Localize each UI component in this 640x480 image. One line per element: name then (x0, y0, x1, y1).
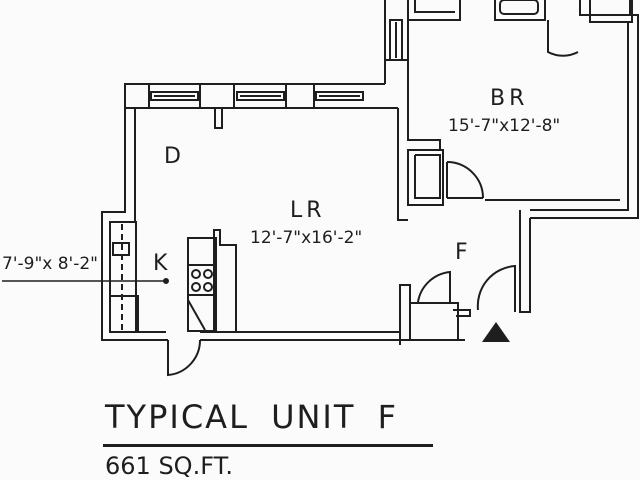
exterior-wall-bottom (200, 229, 465, 341)
room-dimensions-bedroom: 15'-7"x12'-8" (448, 116, 561, 136)
foyer-walls (399, 210, 531, 345)
stove (187, 237, 217, 332)
bath-fixtures (407, 0, 633, 23)
room-label-living-room: LR (290, 198, 326, 223)
window-3 (315, 91, 364, 101)
window-2 (236, 91, 285, 101)
bedroom-walls (407, 14, 639, 219)
title-underline (103, 444, 433, 447)
entry-door-arc (167, 339, 202, 377)
north-arrow-icon (482, 322, 510, 342)
closet (407, 149, 484, 206)
bedroom-closet-door-arc (547, 20, 579, 57)
room-label-kitchen: K (153, 251, 172, 276)
plan-area: 661 SQ.FT. (105, 452, 234, 480)
exterior-wall-top (124, 83, 398, 129)
kitchen-counter (109, 221, 139, 333)
room-label-bedroom: BR (490, 86, 529, 111)
plan-title: TYPICAL UNIT F (105, 398, 398, 436)
room-dimensions-kitchen: 7'-9"x 8'-2" (2, 254, 98, 274)
room-label-foyer: F (455, 240, 472, 265)
room-dimensions-living-room: 12'-7"x16'-2" (250, 228, 363, 248)
partition-lr-br (365, 0, 409, 221)
window-1 (150, 91, 199, 101)
room-label-dining: D (164, 144, 185, 169)
